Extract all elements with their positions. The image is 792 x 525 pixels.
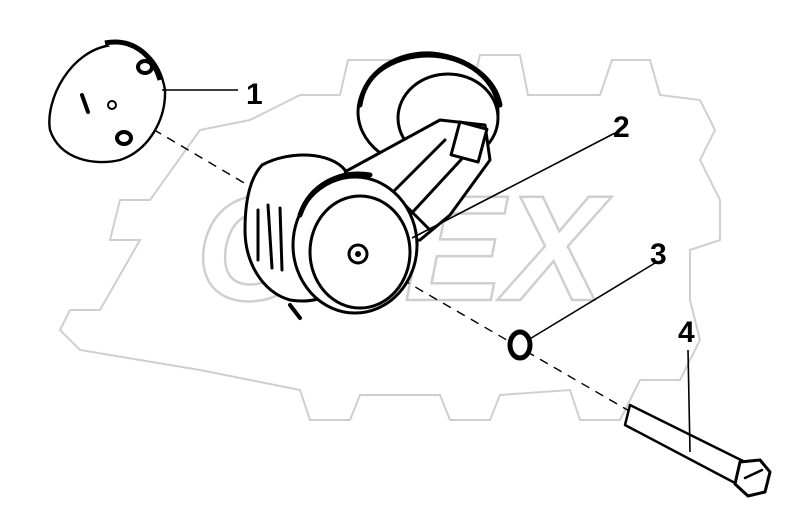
bolt-head xyxy=(733,458,772,498)
front-pulley-bore-inner xyxy=(355,251,361,257)
leader-line-4 xyxy=(687,349,691,453)
callout-4: 4 xyxy=(678,316,695,349)
watermark-gear xyxy=(58,54,721,421)
callout-numbers: 1 2 3 4 xyxy=(246,78,695,349)
tensioner-housing-ribs xyxy=(256,203,284,272)
tensioner-housing-foot xyxy=(288,303,302,320)
part-washer xyxy=(507,329,533,361)
tensioner-arm-rib-1 xyxy=(388,138,447,197)
bolt-head-edge xyxy=(743,468,764,480)
tensioner-arm-boss xyxy=(449,120,489,164)
rear-pulley-rim xyxy=(357,51,503,108)
bolt-shank xyxy=(623,403,747,485)
leader-lines xyxy=(162,89,691,453)
cover-plate-tab xyxy=(80,93,90,114)
cover-plate-bolt-hole-bottom xyxy=(115,130,133,146)
cover-plate-center-hole xyxy=(107,100,117,110)
leader-line-3 xyxy=(527,262,656,341)
part-bolt xyxy=(623,403,772,498)
callout-2: 2 xyxy=(613,111,630,144)
callout-1: 1 xyxy=(246,78,263,111)
callout-3: 3 xyxy=(650,238,667,271)
washer-body xyxy=(507,329,533,361)
part-cover-plate xyxy=(48,39,167,164)
front-pulley-rim xyxy=(297,171,373,218)
part-belt-tensioner xyxy=(243,51,503,320)
tensioner-arm-rib-2 xyxy=(408,148,472,217)
leader-line-2 xyxy=(411,132,616,239)
cover-plate-bolt-hole-top xyxy=(136,59,154,75)
